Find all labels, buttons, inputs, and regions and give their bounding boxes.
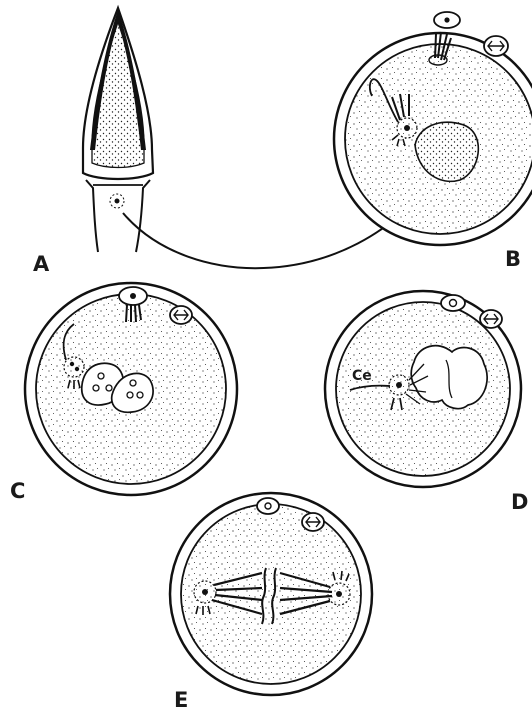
panel-label-a: A <box>33 254 49 275</box>
panel-c-egg <box>25 283 237 495</box>
panel-label-c: C <box>10 481 25 502</box>
polar-body <box>257 498 279 514</box>
panel-b-egg <box>334 12 532 245</box>
sperm-middle-piece <box>86 180 150 252</box>
polar-body-2 <box>484 36 508 56</box>
polar-body-2 <box>170 306 192 324</box>
panel-d-egg <box>325 291 521 487</box>
polar-body-2 <box>480 310 502 328</box>
panel-label-d: D <box>511 492 528 513</box>
sperm-centrosome <box>110 194 124 208</box>
centrosome-label: Ce <box>352 369 372 383</box>
polar-body <box>441 295 465 311</box>
polar-body <box>434 12 460 28</box>
panel-label-e: E <box>174 690 188 711</box>
polar-body-2 <box>302 513 324 531</box>
panel-label-b: B <box>505 249 521 270</box>
panel-a-sperm <box>83 8 153 252</box>
panel-e-egg <box>170 493 372 695</box>
